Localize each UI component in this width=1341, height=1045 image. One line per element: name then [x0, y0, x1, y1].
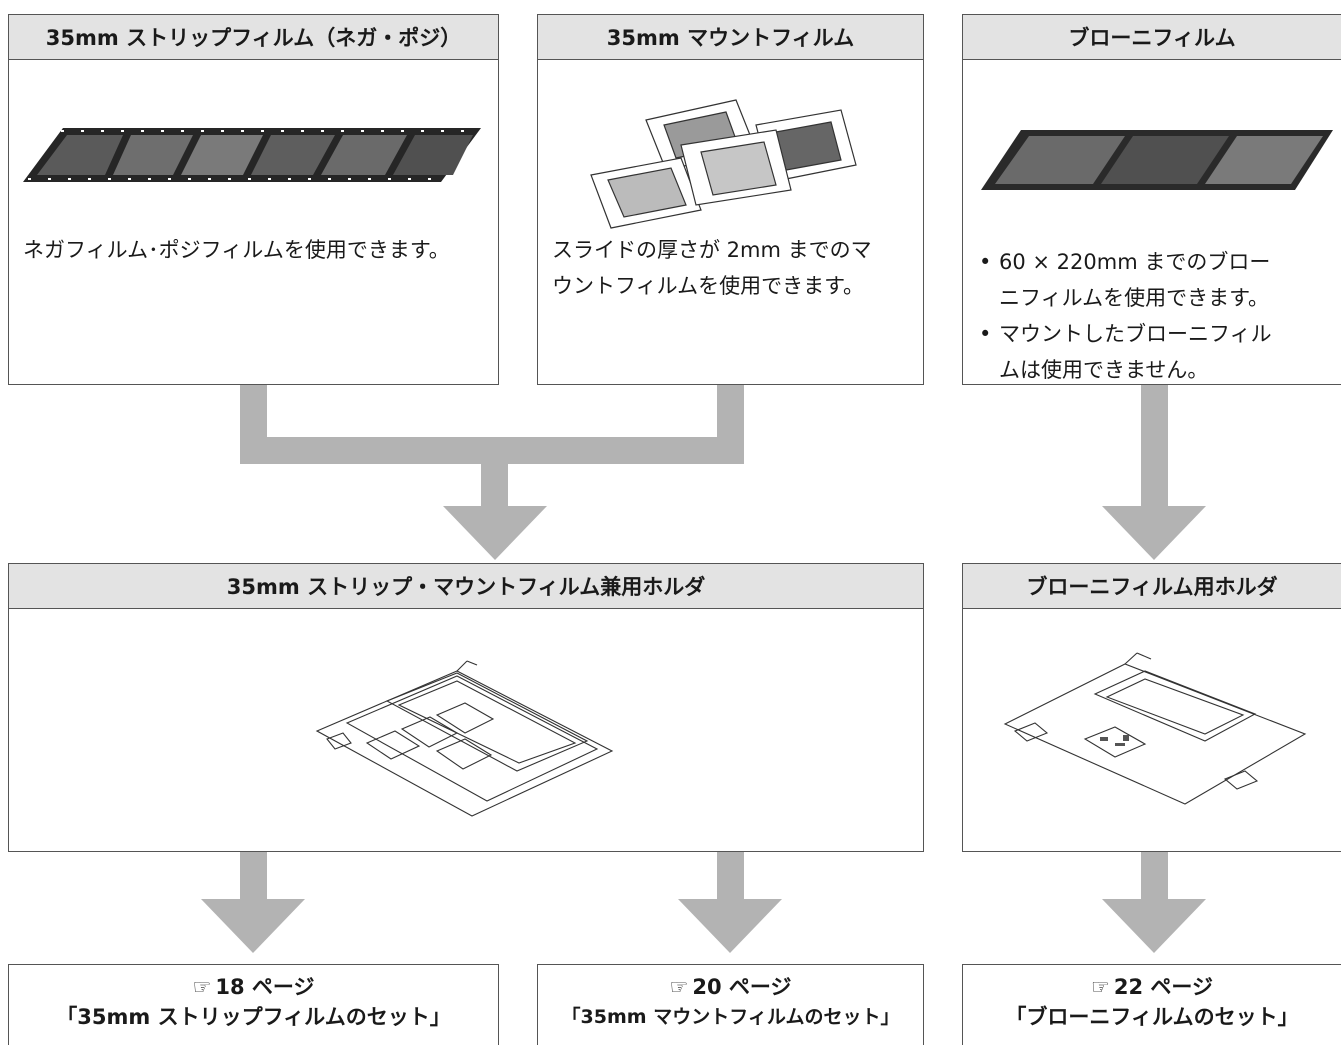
brownie-holder-illustration [1003, 652, 1307, 805]
strip-film-title: 35mm ストリップフィルム（ネガ・ポジ） [9, 15, 498, 60]
mount-film-box: 35mm マウントフィルム スライドの厚さが 2mm までのマ ウントフィルムを… [537, 14, 924, 385]
brownie-holder-box: ブローニフィルム用ホルダ [962, 563, 1341, 852]
film-strip-illustration [23, 128, 481, 182]
mount-film-title: 35mm マウントフィルム [538, 15, 923, 60]
connector-ref3 [1141, 851, 1168, 899]
reference-strip-page: 18 ページ [215, 975, 315, 999]
reference-mount-page: 20 ページ [692, 975, 792, 999]
reference-brownie[interactable]: ☞22 ページ 「ブローニフィルムのセット」 [962, 964, 1341, 1045]
arrow-to-ref-strip [201, 899, 305, 953]
connector-stem [481, 463, 508, 511]
mount-film-description-line-2: ウントフィルムを使用できます。 [552, 274, 865, 298]
strip-film-box: 35mm ストリップフィルム（ネガ・ポジ） ネガフィルム･ポジフィルムを使用でき… [8, 14, 499, 385]
brownie-bullet-2-line-1: マウントしたブローニフィル [999, 322, 1272, 346]
pointing-hand-icon: ☞ [669, 975, 689, 999]
combo-holder-box: 35mm ストリップ・マウントフィルム兼用ホルダ [8, 563, 924, 852]
reference-mount-title: 「35mm マウントフィルムのセット」 [561, 1006, 900, 1028]
reference-strip-title: 「35mm ストリップフィルムのセット」 [56, 1005, 451, 1029]
reference-strip[interactable]: ☞18 ページ 「35mm ストリップフィルムのセット」 [8, 964, 499, 1045]
mount-film-description-line-1: スライドの厚さが 2mm までのマ [552, 238, 872, 262]
arrow-to-ref-mount [678, 899, 782, 953]
brownie-bullet-2-line-2: ムは使用できません。 [999, 358, 1209, 382]
brownie-holder-title: ブローニフィルム用ホルダ [963, 564, 1341, 609]
combo-holder-illustration [315, 660, 614, 817]
connector-horizontal [240, 437, 744, 464]
pointing-hand-icon: ☞ [192, 975, 212, 999]
arrow-to-combo-holder [443, 506, 547, 560]
strip-film-description: ネガフィルム･ポジフィルムを使用できます。 [23, 238, 450, 262]
brownie-film-box: ブローニフィルム 60 × 220mm までのブロー ニフィルムを使用できます。… [962, 14, 1341, 385]
arrow-to-brownie-holder [1102, 506, 1206, 560]
brownie-bullet-2: マウントしたブローニフィル ムは使用できません。 [977, 316, 1331, 388]
brownie-bullet-1-line-2: ニフィルムを使用できます。 [999, 286, 1270, 310]
pointing-hand-icon: ☞ [1091, 975, 1110, 999]
reference-brownie-title: 「ブローニフィルムのセット」 [1005, 1005, 1299, 1029]
brownie-film-illustration [981, 130, 1333, 190]
brownie-bullet-1-line-1: 60 × 220mm までのブロー [999, 250, 1271, 274]
brownie-film-title: ブローニフィルム [963, 15, 1341, 60]
connector-ref1 [240, 851, 267, 899]
combo-holder-title: 35mm ストリップ・マウントフィルム兼用ホルダ [9, 564, 923, 609]
mount-slides-illustration [590, 99, 857, 229]
arrow-to-ref-brownie [1102, 899, 1206, 953]
connector-ref2 [717, 851, 744, 899]
connector-brownie-down [1141, 383, 1168, 511]
brownie-bullet-1: 60 × 220mm までのブロー ニフィルムを使用できます。 [977, 244, 1331, 316]
mount-film-description: スライドの厚さが 2mm までのマ ウントフィルムを使用できます。 [552, 232, 913, 304]
reference-mount[interactable]: ☞20 ページ 「35mm マウントフィルムのセット」 [537, 964, 924, 1045]
brownie-film-description: 60 × 220mm までのブロー ニフィルムを使用できます。 マウントしたブロ… [977, 244, 1331, 388]
reference-brownie-page: 22 ページ [1113, 975, 1213, 999]
